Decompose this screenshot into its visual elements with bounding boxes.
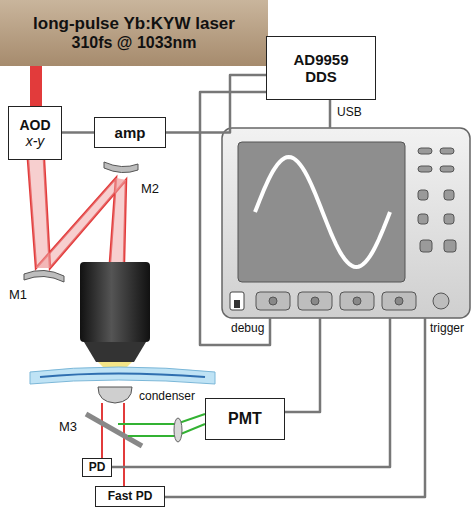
objective-tip [84, 342, 146, 362]
scope-screen [238, 142, 405, 282]
laser-beam [28, 160, 126, 268]
aod-box: AODx-y [8, 106, 62, 160]
part-label: condenser [138, 390, 196, 403]
laser-source: long-pulse Yb:KYW laser310fs @ 1033nm [0, 0, 268, 66]
condenser-lens [98, 387, 132, 403]
sine-trace [255, 157, 390, 267]
port-label: trigger [429, 322, 465, 335]
box-subtitle: 310fs @ 1033nm [71, 34, 196, 52]
box-title: PD [89, 461, 106, 475]
mirror-m2 [104, 162, 138, 173]
laser-beam [30, 66, 42, 106]
box-title: PMT [228, 410, 262, 428]
dds-box: AD9959DDS [266, 36, 376, 100]
pmt-box: PMT [205, 398, 285, 440]
focusing-lens [174, 418, 182, 442]
amplifier-box: amp [94, 117, 166, 148]
box-title: long-pulse Yb:KYW laser [33, 14, 235, 34]
signal-wires [112, 92, 425, 497]
box-subtitle: x-y [26, 133, 45, 149]
mirror-label: M2 [140, 182, 160, 196]
fast-photodiode-box: Fast PD [95, 486, 165, 507]
mirror-m1 [24, 270, 64, 282]
sample [30, 367, 215, 384]
box-title: Fast PD [108, 490, 153, 504]
signal-cable [62, 131, 94, 134]
box-title: AD9959 [293, 51, 348, 68]
oscilloscope [222, 128, 470, 318]
signal-cable [166, 75, 266, 133]
scope-knobs [418, 148, 456, 252]
box-title: amp [115, 124, 146, 141]
box-title: AOD [19, 117, 50, 133]
mirror-m3 [86, 414, 142, 446]
port-label: debug [230, 322, 265, 335]
photodiode-box: PD [82, 458, 112, 477]
objective [80, 262, 150, 342]
port-label: USB [336, 106, 363, 119]
mirror-label: M3 [58, 420, 78, 434]
mirror-label: M1 [8, 288, 28, 302]
fluorescence-path [118, 414, 205, 436]
box-subtitle: DDS [305, 68, 337, 85]
